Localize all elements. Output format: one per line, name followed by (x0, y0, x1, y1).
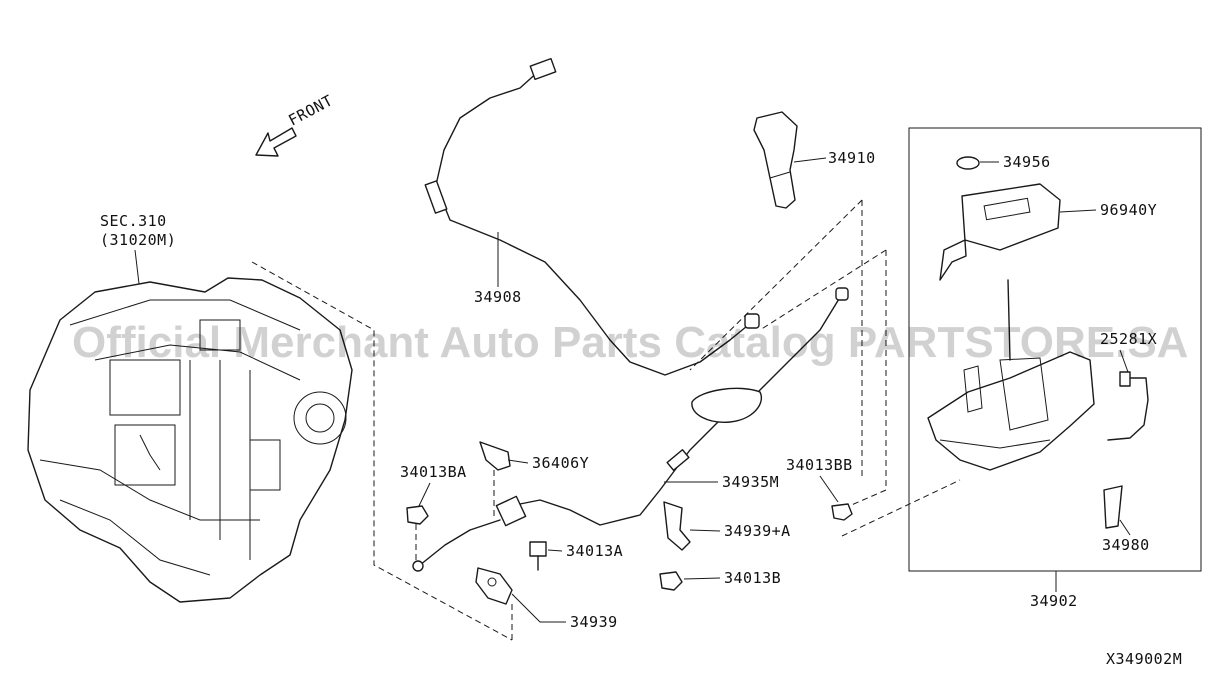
leader-34013BB (819, 475, 839, 503)
leader-34939 (511, 593, 566, 623)
part-96940Y-finisher (939, 183, 1061, 281)
callout-34910: 34910 (828, 149, 876, 167)
front-arrow-icon (255, 127, 297, 157)
leader-34939A (689, 529, 721, 532)
watermark: Official Merchant Auto Parts Catalog PAR… (72, 318, 1188, 367)
callout-34013B: 34013B (724, 569, 781, 587)
callout-34956: 34956 (1003, 153, 1051, 171)
transaxle-assembly (27, 277, 353, 603)
part-25281X-harness (1107, 371, 1149, 441)
leader-34910 (793, 157, 827, 163)
leader-25281X (1119, 349, 1129, 373)
part-34013B-nut (659, 571, 683, 591)
part-34910-shift-knob (753, 111, 798, 209)
part-34980-bracket (1103, 485, 1123, 529)
callout-96940Y: 96940Y (1100, 201, 1157, 219)
section-ref-line1: SEC.310 (100, 212, 167, 230)
callout-34908: 34908 (474, 288, 522, 306)
part-34013A-bolt (529, 541, 547, 571)
leader-36406Y (507, 459, 529, 464)
part-34013BB-nut (831, 503, 853, 521)
callout-34013A: 34013A (566, 542, 623, 560)
leader-34980 (1119, 519, 1131, 536)
part-34935M-control-cable (412, 287, 849, 572)
leader-34013BA (417, 482, 431, 509)
callout-34939: 34939 (570, 613, 618, 631)
device-assembly-box (908, 127, 1202, 572)
part-34939A-bracket (663, 501, 691, 551)
part-34013BA-nut (406, 505, 429, 525)
callout-34939A: 34939+A (724, 522, 791, 540)
part-34956-cap (956, 156, 980, 170)
front-label: FRONT (285, 91, 336, 129)
section-ref-line2: (31020M) (100, 231, 176, 249)
diagram-code: X349002M (1106, 650, 1182, 668)
callout-34935M: 34935M (722, 473, 779, 491)
part-36406Y-clip (479, 441, 511, 471)
leader-34013A (547, 549, 563, 552)
callout-34013BA: 34013BA (400, 463, 467, 481)
shifter-base (927, 279, 1095, 471)
leader-96940Y (1059, 209, 1097, 213)
callout-25281X: 25281X (1100, 330, 1157, 348)
callout-34902: 34902 (1030, 592, 1078, 610)
callout-34013BB: 34013BB (786, 456, 853, 474)
leader-34013B (683, 577, 721, 580)
callout-34980: 34980 (1102, 536, 1150, 554)
part-34908-cable (424, 57, 760, 376)
part-34939-bracket (475, 567, 513, 605)
callout-36406Y: 36406Y (532, 454, 589, 472)
